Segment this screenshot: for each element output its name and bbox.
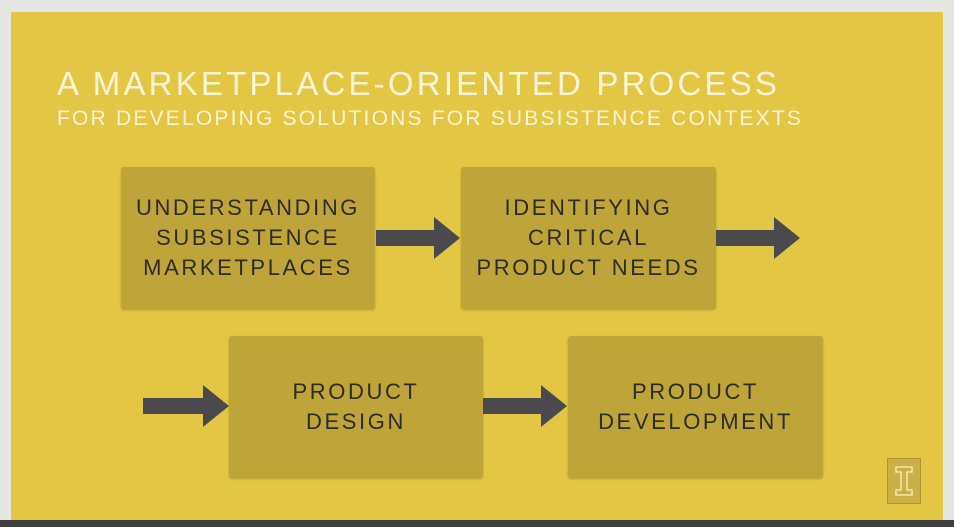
step-understanding-marketplaces: UNDERSTANDING SUBSISTENCE MARKETPLACES (121, 167, 375, 309)
step-product-design: PRODUCT DESIGN (229, 336, 483, 478)
university-block-i-icon (887, 458, 921, 504)
arrow-right-icon (376, 217, 460, 259)
arrow-right-icon (143, 385, 229, 427)
slide: A MARKETPLACE-ORIENTED PROCESS FOR DEVEL… (11, 12, 943, 520)
bottom-bar (0, 520, 954, 527)
step-identifying-needs: IDENTIFYING CRITICAL PRODUCT NEEDS (461, 167, 716, 309)
step-label: PRODUCT DESIGN (292, 379, 420, 434)
slide-title: A MARKETPLACE-ORIENTED PROCESS (57, 65, 781, 102)
block-i-icon (895, 466, 913, 496)
arrow-right-icon (716, 217, 800, 259)
step-product-development: PRODUCT DEVELOPMENT (568, 336, 823, 478)
step-label: UNDERSTANDING SUBSISTENCE MARKETPLACES (135, 195, 361, 280)
step-label: IDENTIFYING CRITICAL PRODUCT NEEDS (476, 195, 701, 280)
slide-subtitle: FOR DEVELOPING SOLUTIONS FOR SUBSISTENCE… (57, 107, 804, 130)
arrow-right-icon (483, 385, 567, 427)
step-label: PRODUCT DEVELOPMENT (598, 379, 793, 434)
